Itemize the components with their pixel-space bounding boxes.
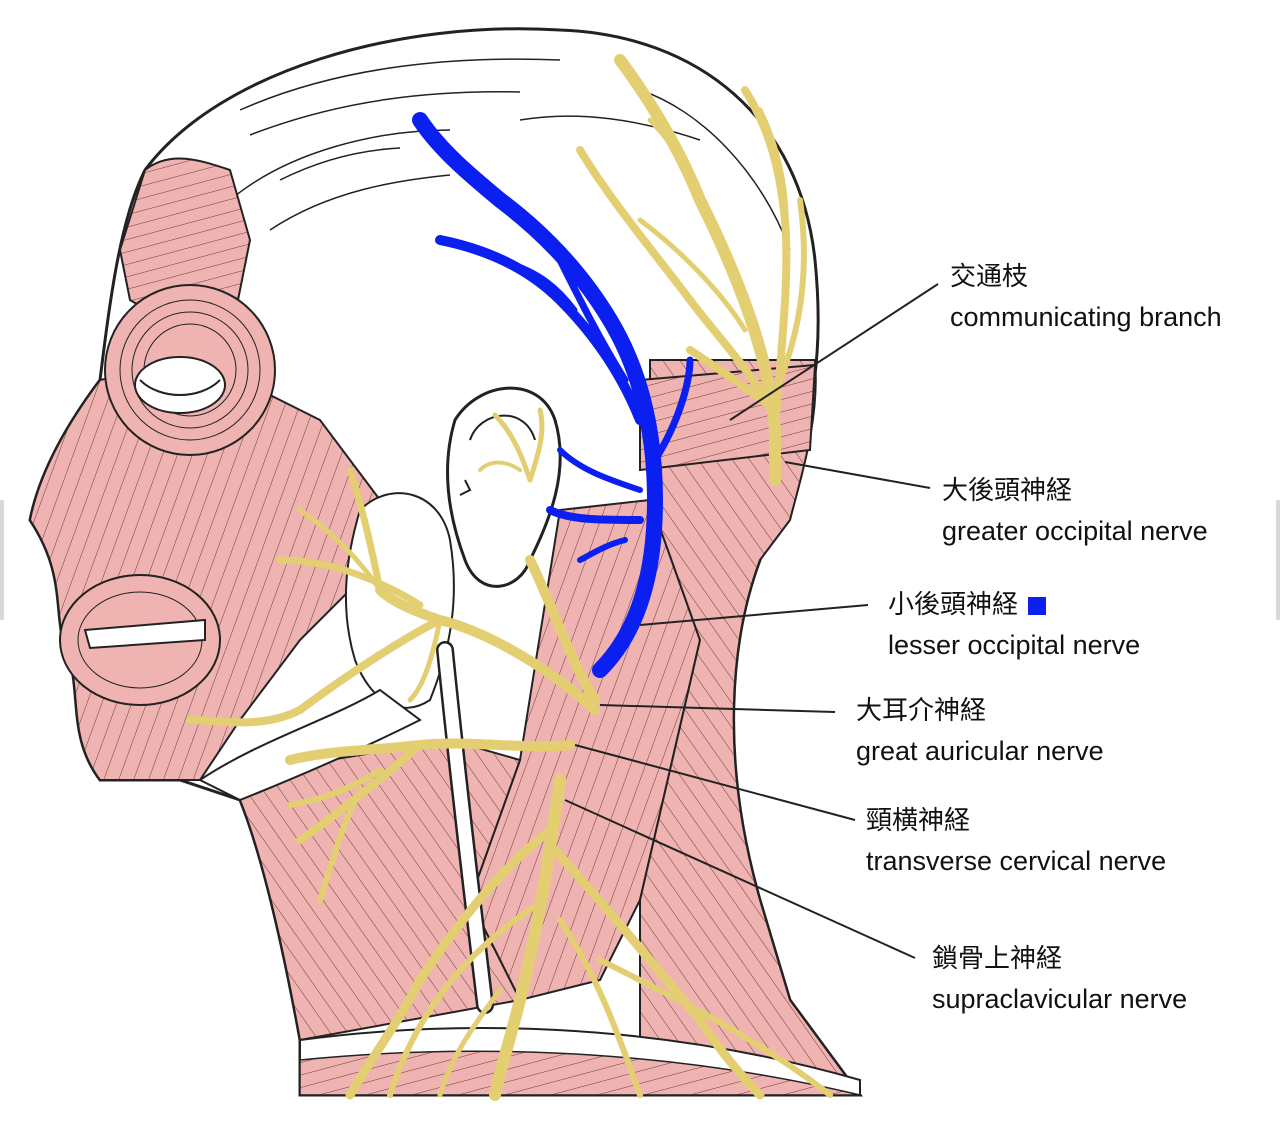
label-jp: 交通枝 (950, 262, 1029, 292)
label-en: communicating branch (950, 302, 1222, 333)
label-en: lesser occipital nerve (888, 630, 1141, 661)
label-jp: 頸横神経 (866, 806, 971, 836)
leader-lines (564, 283, 939, 959)
label-en: greater occipital nerve (942, 516, 1208, 547)
label-en: great auricular nerve (856, 736, 1104, 767)
label-communicating-branch: 交通枝 communicating branch (950, 262, 1222, 334)
label-jp: 大後頭神経 (942, 476, 1073, 506)
yellow-nerves (186, 54, 833, 1101)
label-greater-occipital-nerve: 大後頭神経 greater occipital nerve (942, 476, 1208, 548)
jaw-line (198, 688, 422, 802)
label-jp: 小後頭神経 (888, 590, 1019, 620)
label-great-auricular-nerve: 大耳介神経 great auricular nerve (856, 696, 1104, 768)
label-transverse-cervical-nerve: 頸横神経 transverse cervical nerve (866, 806, 1166, 878)
label-jp: 鎖骨上神経 (932, 944, 1063, 974)
label-supraclavicular-nerve: 鎖骨上神経 supraclavicular nerve (932, 944, 1187, 1016)
orbicularis-oculi (104, 284, 276, 456)
orbicularis-oris (59, 574, 221, 706)
lesser-occipital-nerve (412, 112, 694, 678)
label-en: transverse cervical nerve (866, 846, 1167, 877)
left-edge-tab (0, 500, 4, 620)
label-jp: 大耳介神経 (856, 696, 987, 726)
right-edge-tab (1276, 500, 1280, 620)
label-en: supraclavicular nerve (932, 984, 1188, 1015)
label-lesser-occipital-nerve: 小後頭神経 lesser occipital nerve (888, 590, 1140, 662)
blue-legend-swatch (1028, 596, 1047, 615)
